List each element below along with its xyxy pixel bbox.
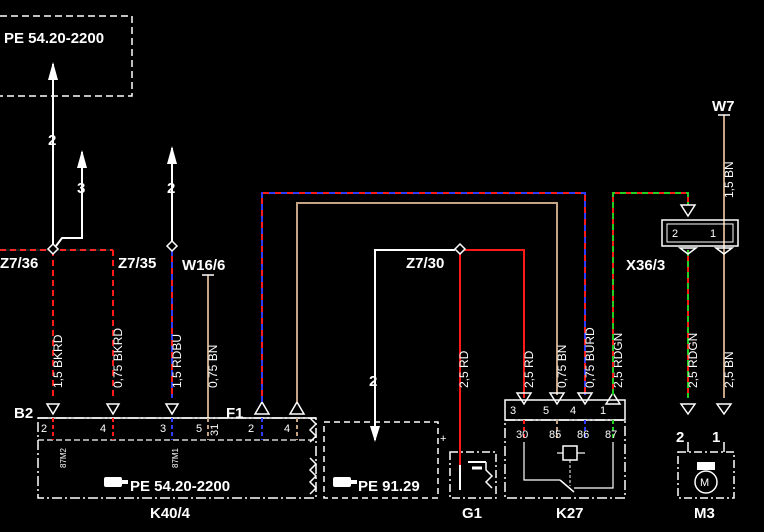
hand-pointer-icon — [333, 477, 351, 487]
pin-label: 2 — [41, 423, 47, 435]
motor-icon — [694, 470, 718, 494]
wire-label: 2,5 RD — [457, 350, 471, 388]
hand-pointer-icon — [104, 477, 128, 487]
terminal-icon — [715, 403, 733, 416]
component-m3-motor: M — [677, 403, 735, 499]
left-harness: 2 3 2 — [0, 62, 214, 420]
connector-z7-35: Z7/35 — [118, 255, 156, 272]
connector-z7-30: Z7/30 — [406, 255, 444, 272]
component-k27-relay — [504, 391, 626, 499]
splice-icon — [165, 239, 179, 253]
pin-label: 85 — [549, 429, 561, 441]
pin-label: 4 — [284, 423, 290, 435]
connector-w16-6: W16/6 — [182, 257, 225, 274]
component-k40-4: K40/4 — [150, 505, 191, 522]
terminal-icon — [679, 204, 697, 218]
arrow-line-3 — [55, 152, 83, 247]
wire-label: 0,75 BN — [555, 345, 569, 388]
pin-label: 87 — [605, 429, 617, 441]
wire-label: 1,5 RDBU — [170, 334, 184, 388]
connector-x36-3-block: 2 1 — [661, 204, 739, 255]
connector-b2: B2 — [14, 405, 33, 422]
reference-box-pe-9129: PE 91.29 — [323, 421, 439, 499]
arrow-head-icon — [48, 62, 58, 80]
connector-x36-3: X36/3 — [626, 257, 665, 274]
component-g1: G1 — [462, 505, 482, 522]
wire-label: 2,5 RDGN — [611, 333, 625, 388]
module-k40-4 — [37, 400, 318, 499]
wire-label: 0,75 BN — [206, 345, 220, 388]
arrow-label: 2 — [369, 373, 377, 390]
k40-reference: PE 54.20-2200 — [130, 478, 230, 495]
terminal-icon — [105, 403, 121, 416]
terminal-icon — [679, 403, 697, 416]
terminal-icon — [164, 403, 180, 416]
plus-label: + — [440, 433, 446, 445]
connector-w7: W7 — [712, 98, 735, 115]
reference-box-top-left: PE 54.20-2200 — [0, 15, 133, 97]
wire-label: 1,5 BKRD — [51, 334, 65, 388]
arrow-head-icon — [167, 146, 177, 164]
terminal-icon — [45, 403, 61, 416]
pin-label: 2 — [676, 429, 684, 446]
pin-label: 1 — [710, 228, 716, 240]
wire-label: 0,75 BURD — [583, 327, 597, 388]
pin-label: 4 — [100, 423, 106, 435]
pin-label: 3 — [160, 423, 166, 435]
arrow-label: 3 — [77, 180, 85, 197]
component-k27: K27 — [556, 505, 584, 522]
arrow-label: 2 — [167, 180, 175, 197]
motor-label: M — [700, 477, 709, 489]
green-wires — [612, 114, 730, 398]
wire-label: 2,5 RD — [522, 350, 536, 388]
pin-label: 31 — [209, 424, 221, 436]
reference-label: PE 91.29 — [358, 478, 420, 495]
pin-label: 2 — [672, 228, 678, 240]
connector-z7-36: Z7/36 — [0, 255, 38, 272]
arrow-head-icon — [370, 426, 380, 442]
pin-tiny-label: 87M1 — [171, 447, 180, 468]
pin-label: 2 — [248, 423, 254, 435]
terminal-icon — [288, 400, 306, 415]
component-g1-battery: + — [440, 398, 497, 499]
pin-label: 1 — [712, 429, 720, 446]
connector-f1: F1 — [226, 405, 244, 422]
wire-label: 2,5 BN — [722, 351, 736, 388]
reference-label: PE 54.20-2200 — [4, 30, 104, 47]
pin-tiny-label: 87M2 — [59, 447, 68, 468]
terminal-icon — [253, 400, 271, 415]
wire-label: 1,5 BN — [722, 161, 736, 198]
pin-label: 3 — [510, 405, 516, 417]
splice-icon — [453, 242, 467, 256]
pin-label: 5 — [543, 405, 549, 417]
pin-label: 4 — [570, 405, 576, 417]
wire-label: 0,75 BKRD — [111, 328, 125, 388]
wire-label: 2,5 RDGN — [686, 333, 700, 388]
splice-icon — [46, 242, 60, 256]
pin-label: 1 — [600, 405, 606, 417]
pin-label: 30 — [516, 429, 528, 441]
pin-label: 5 — [196, 423, 202, 435]
arrow-label: 2 — [48, 132, 56, 149]
bus-wires — [261, 192, 586, 402]
arrow-head-icon — [77, 150, 87, 168]
component-m3: M3 — [694, 505, 715, 522]
z7-30-splice — [370, 242, 525, 442]
pin-label: 86 — [577, 429, 589, 441]
